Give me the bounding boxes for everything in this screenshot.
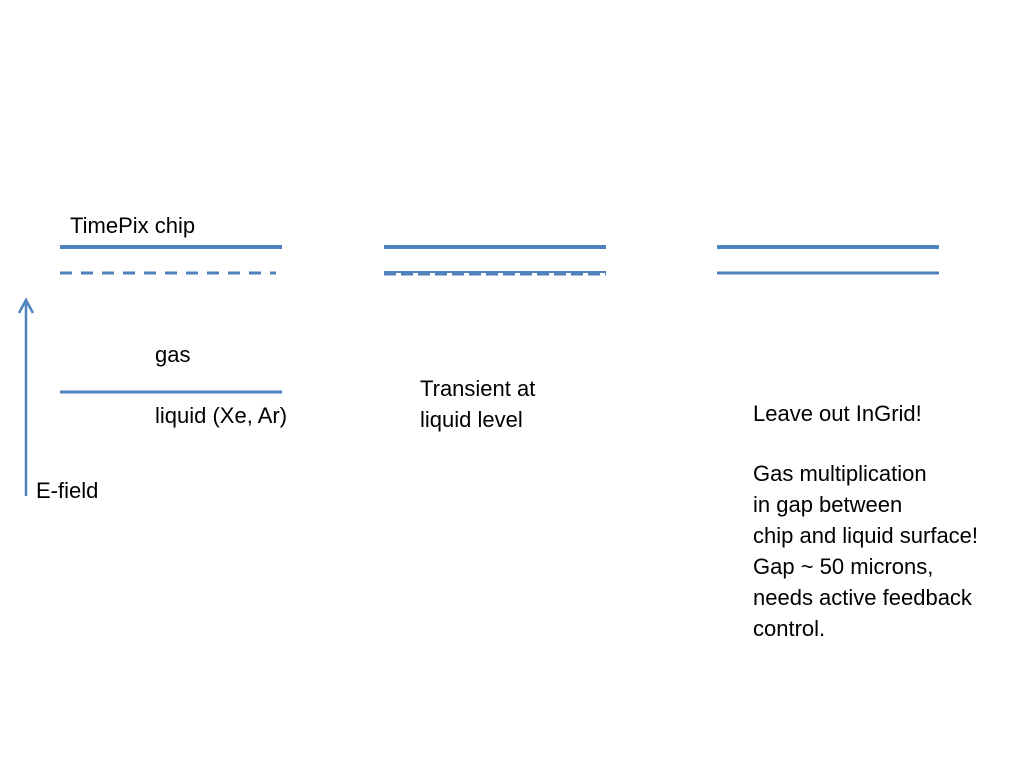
transient-note-line-1: Transient at (420, 376, 536, 401)
efield-label: E-field (36, 478, 99, 503)
ingrid-note-line-6: Gap ~ 50 microns, (753, 554, 934, 579)
liquid-label: liquid (Xe, Ar) (155, 403, 288, 428)
transient-note: Transient at liquid level (420, 373, 535, 435)
ingrid-note-line-4: in gap between (753, 492, 903, 517)
ingrid-note-spacer (753, 429, 978, 458)
ingrid-note-line-8: control. (753, 616, 826, 641)
timepix-chip-label: TimePix chip (70, 213, 196, 238)
transient-note-line-2: liquid level (420, 407, 523, 432)
ingrid-note: Leave out InGrid! Gas multiplication in … (753, 398, 978, 644)
ingrid-note-line-5: chip and liquid surface! (753, 523, 979, 548)
ingrid-note-line-1: Leave out InGrid! (753, 401, 922, 426)
efield-arrow-head (17, 297, 35, 314)
ingrid-note-line-3: Gas multiplication (753, 461, 927, 486)
gas-label: gas (155, 342, 191, 367)
ingrid-note-line-7: needs active feedback (753, 585, 972, 610)
